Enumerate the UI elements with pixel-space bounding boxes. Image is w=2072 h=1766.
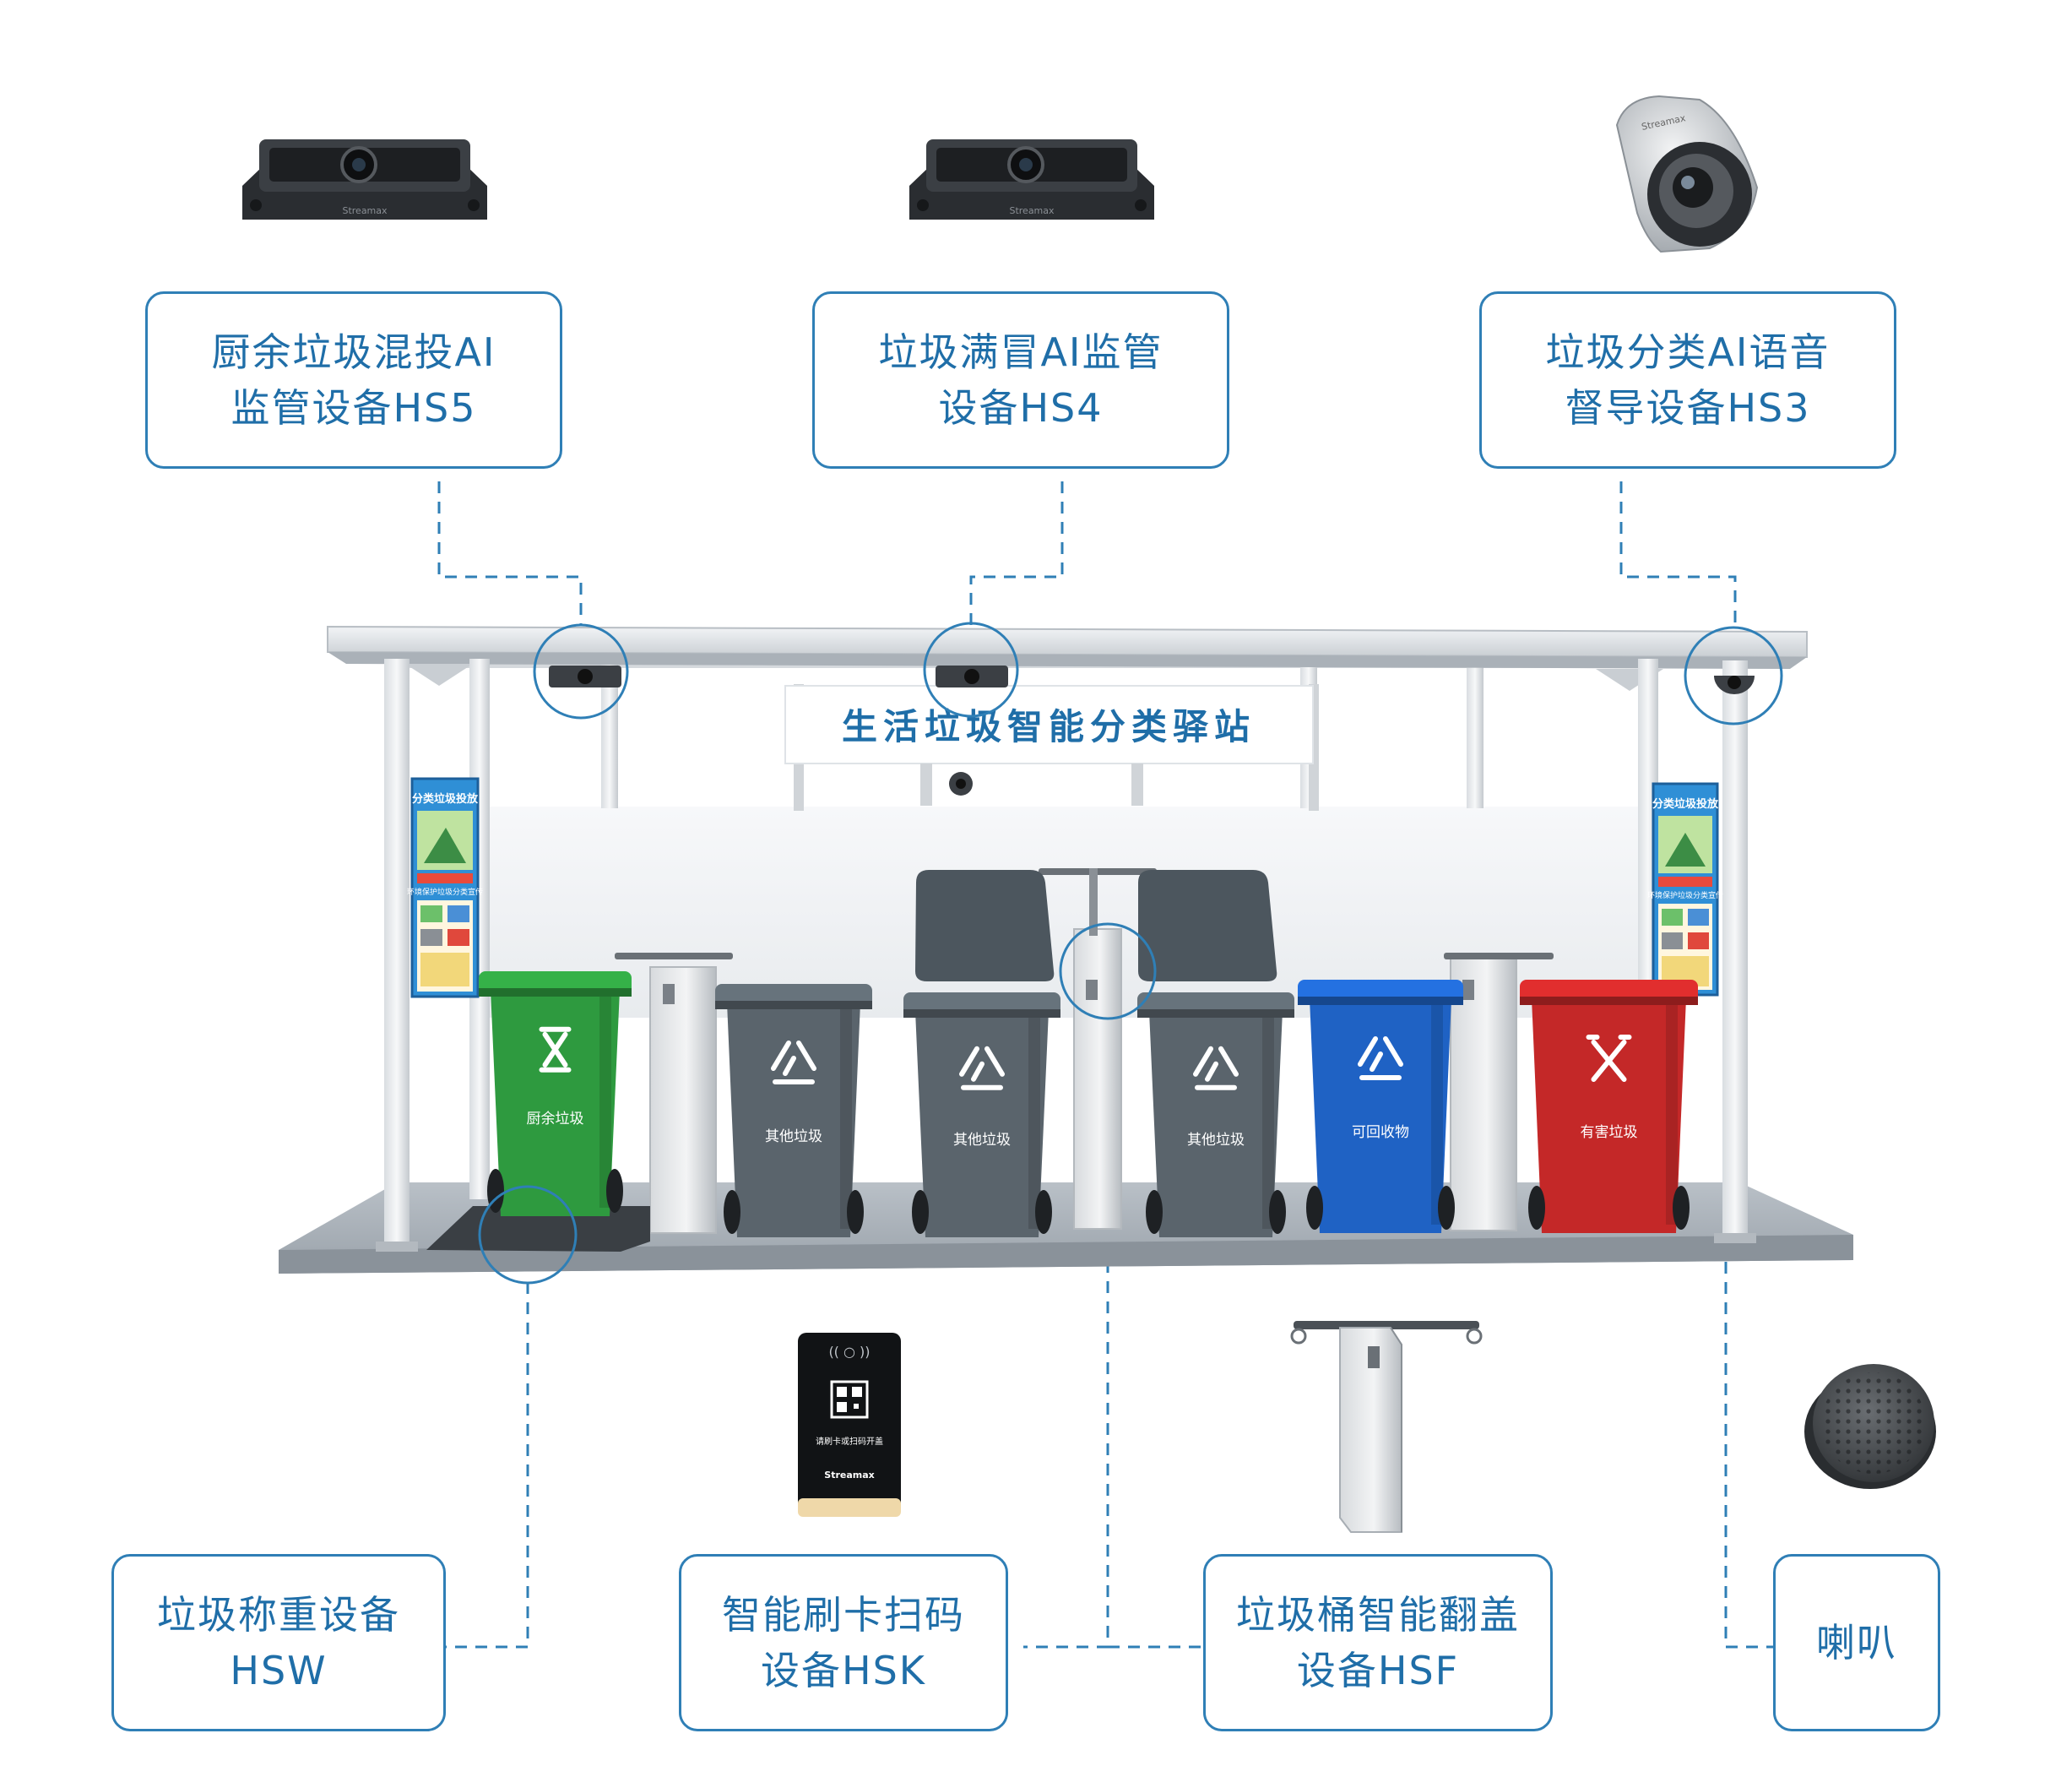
recycle-icon xyxy=(771,1041,816,1084)
connector-hs3 xyxy=(1619,481,1737,625)
bin-5-label: 可回收物 xyxy=(1352,1124,1409,1141)
highlight-hs3 xyxy=(1684,626,1783,725)
label-hsf: 垃圾桶智能翻盖 设备HSF xyxy=(1203,1554,1553,1731)
label-hs4-line2: 设备HS4 xyxy=(938,385,1104,431)
card-reader-icon: (( ○ )) 请刷卡或扫码开盖 Streamax xyxy=(798,1333,901,1517)
bin-2-label: 其他垃圾 xyxy=(765,1128,822,1145)
label-hs4-line1: 垃圾满冒AI监管 xyxy=(878,329,1163,375)
svg-text:(( ○ )): (( ○ )) xyxy=(828,1344,870,1360)
label-hs5: 厨余垃圾混投AI 监管设备HS5 xyxy=(145,291,562,469)
bin-4: 其他垃圾 xyxy=(1137,992,1294,1237)
label-hsf-line1: 垃圾桶智能翻盖 xyxy=(1236,1592,1520,1638)
bin-6-label: 有害垃圾 xyxy=(1581,1124,1638,1141)
flip-posts xyxy=(615,868,1554,1234)
left-poster-subtitle: 环境保护垃圾分类宣传 xyxy=(407,887,483,897)
label-hs5-line1: 厨余垃圾混投AI xyxy=(211,329,496,375)
open-lids xyxy=(915,870,1277,981)
label-hsk-line2: 设备HSK xyxy=(761,1648,926,1693)
station-sign-text: 生活垃圾智能分类驿站 xyxy=(842,706,1256,747)
recycle-icon xyxy=(959,1046,1005,1090)
right-poster-title: 分类垃圾投放 xyxy=(1652,797,1719,811)
hazard-icon xyxy=(1586,1035,1632,1082)
label-hs3-line2: 督导设备HS3 xyxy=(1565,385,1811,431)
card-reader-brand: Streamax xyxy=(824,1470,874,1481)
highlight-hs4 xyxy=(923,622,1019,718)
right-poster-subtitle: 环境保护垃圾分类宣传 xyxy=(1647,890,1723,900)
right-poster: 分类垃圾投放 环境保护垃圾分类宣传 xyxy=(1647,782,1723,997)
label-speaker: 喇叭 xyxy=(1773,1554,1940,1731)
left-poster: 分类垃圾投放 环境保护垃圾分类宣传 xyxy=(407,777,483,998)
bin-1: 厨余垃圾 xyxy=(479,971,632,1216)
bin-3: 其他垃圾 xyxy=(903,992,1060,1237)
bin-4-label: 其他垃圾 xyxy=(1187,1132,1245,1149)
card-reader-prompt: 请刷卡或扫码开盖 xyxy=(816,1436,883,1447)
label-hsw-line2: HSW xyxy=(230,1648,328,1693)
label-hs3: 垃圾分类AI语音 督导设备HS3 xyxy=(1479,291,1896,469)
highlight-hsw xyxy=(478,1185,578,1285)
label-hs4: 垃圾满冒AI监管 设备HS4 xyxy=(812,291,1229,469)
bin-3-label: 其他垃圾 xyxy=(953,1132,1011,1149)
kitchen-icon xyxy=(539,1026,572,1073)
flip-lid-device-icon xyxy=(1290,1321,1483,1533)
hs4-brand-text: Streamax xyxy=(1009,205,1055,216)
hs4-camera-icon: Streamax xyxy=(909,139,1154,220)
highlight-hsk xyxy=(1059,922,1157,1020)
speaker-icon xyxy=(1804,1364,1936,1489)
bin-5: 可回收物 xyxy=(1298,980,1463,1233)
bin-2: 其他垃圾 xyxy=(715,984,872,1237)
connector-hsw xyxy=(446,1282,529,1649)
bin-1-label: 厨余垃圾 xyxy=(527,1111,584,1128)
connector-hs4 xyxy=(969,481,1064,625)
label-hs5-line2: 监管设备HS5 xyxy=(231,385,477,431)
highlight-circles xyxy=(478,622,1783,1285)
label-hs3-line1: 垃圾分类AI语音 xyxy=(1545,329,1831,375)
ceiling-dome-hs3 xyxy=(1714,676,1755,694)
label-hsk-line1: 智能刷卡扫码 xyxy=(722,1592,965,1638)
recycle-icon xyxy=(1193,1046,1239,1090)
label-hsw-line1: 垃圾称重设备 xyxy=(157,1592,400,1638)
hs5-camera-icon: Streamax xyxy=(242,139,487,220)
ceiling-camera-hs5 xyxy=(549,666,621,687)
connector-hs5 xyxy=(437,481,583,625)
label-hsw: 垃圾称重设备 HSW xyxy=(111,1554,446,1731)
left-poster-title: 分类垃圾投放 xyxy=(412,792,479,806)
label-hsf-line2: 设备HSF xyxy=(1296,1648,1460,1693)
highlight-hs5 xyxy=(533,623,629,720)
hs3-device-icon: Streamax xyxy=(1615,95,1759,253)
recycle-icon xyxy=(1358,1036,1403,1080)
label-speaker-line1: 喇叭 xyxy=(1816,1620,1897,1665)
label-hsk: 智能刷卡扫码 设备HSK xyxy=(679,1554,1008,1731)
hs5-brand-text: Streamax xyxy=(342,205,388,216)
bin-6: 有害垃圾 xyxy=(1520,980,1698,1233)
ceiling-camera-hs4 xyxy=(936,666,1008,687)
